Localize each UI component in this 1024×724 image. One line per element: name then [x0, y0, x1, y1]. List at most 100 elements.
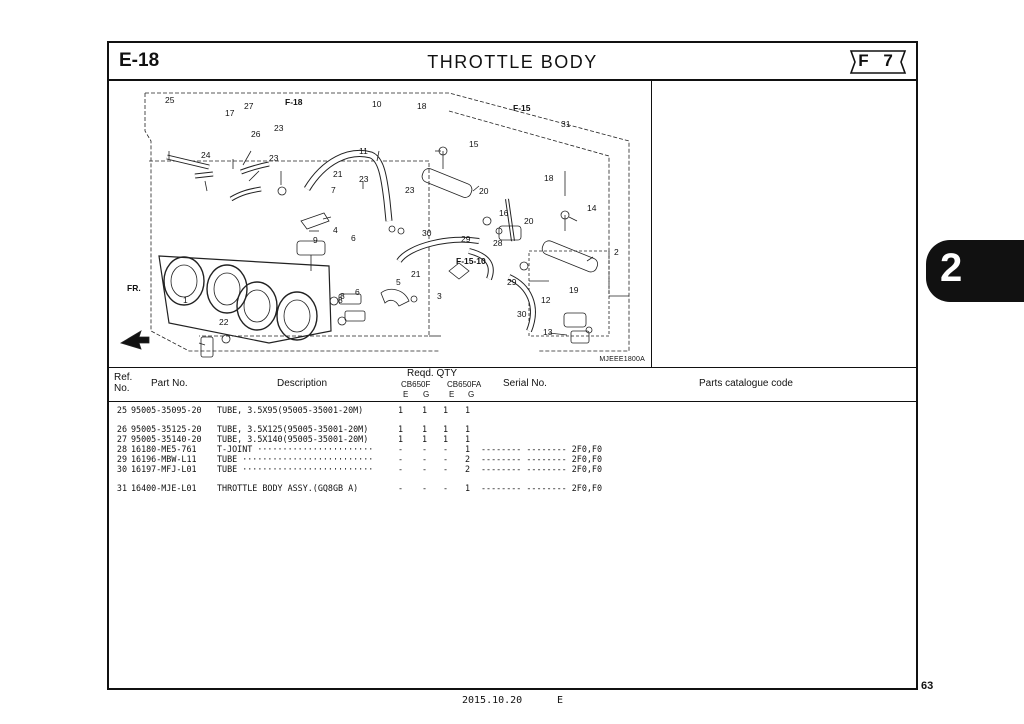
- callout-23: 23: [274, 123, 284, 133]
- cell-q3: -: [443, 454, 449, 464]
- cell-q2: 1: [422, 424, 428, 434]
- callout-31: 31: [561, 119, 571, 129]
- callout-2: 2: [614, 247, 619, 257]
- callout-15: 15: [469, 139, 479, 149]
- cell-part: 95005-35095-20: [131, 405, 202, 415]
- col-g1: G: [423, 390, 430, 399]
- callout-10: 10: [372, 99, 382, 109]
- callout-6: 6: [351, 233, 356, 243]
- cell-q2: -: [422, 483, 428, 493]
- callout-5: 5: [396, 277, 401, 287]
- cell-desc: THROTTLE BODY ASSY.(GQ8GB A): [217, 483, 359, 493]
- cell-desc: TUBE ··························: [217, 454, 374, 464]
- figure-badge-label: F 7: [858, 51, 898, 70]
- cell-serial: -------- -------- 2F0,F0: [481, 464, 603, 474]
- callout-3: 3: [437, 291, 442, 301]
- col-catalogue-code: Parts catalogue code: [699, 378, 793, 389]
- col-ref: Ref.No.: [114, 372, 132, 394]
- footer-edition: E: [557, 695, 564, 706]
- callout-27: 27: [244, 101, 254, 111]
- col-e2: E: [449, 390, 455, 399]
- cell-q1: 1: [398, 434, 404, 444]
- col-e1: E: [403, 390, 409, 399]
- callout-fr-: FR.: [127, 283, 141, 293]
- cell-q4: 2: [465, 464, 471, 474]
- cell-ref: 29: [116, 454, 127, 464]
- callout-f-15: F-15: [513, 103, 531, 113]
- col-g2: G: [468, 390, 475, 399]
- cell-q2: -: [422, 454, 428, 464]
- table-row: 31 16400-MJE-L01 THROTTLE BODY ASSY.(GQ8GB…: [109, 483, 916, 493]
- callout-30: 30: [517, 309, 527, 319]
- cell-q3: 1: [443, 434, 449, 444]
- cell-q4: 1: [465, 444, 471, 454]
- callout-12: 12: [541, 295, 551, 305]
- parts-table-header: Ref.No. Part No. Description Reqd. QTY C…: [109, 367, 916, 402]
- cell-q3: -: [443, 483, 449, 493]
- diagram-code: MJEEE1800A: [599, 356, 645, 363]
- cell-ref: 31: [116, 483, 127, 493]
- cell-ref: 28: [116, 444, 127, 454]
- callout-26: 26: [251, 129, 261, 139]
- callout-25: 25: [165, 95, 175, 105]
- footer-date: 2015.10.20: [462, 695, 523, 706]
- section-tab-label: 2: [940, 246, 963, 290]
- callout-20: 20: [524, 216, 534, 226]
- section-code: E-18: [119, 50, 160, 71]
- callout-9: 9: [313, 235, 318, 245]
- callout-21: 21: [333, 169, 343, 179]
- col-ref-line2: No.: [114, 383, 130, 394]
- cell-serial: -------- -------- 2F0,F0: [481, 483, 603, 493]
- callout-19: 19: [569, 285, 579, 295]
- col-description: Description: [277, 378, 328, 389]
- callout-16: 16: [499, 208, 509, 218]
- callout-20: 20: [479, 186, 489, 196]
- callout-f-15-10: F-15-10: [456, 256, 486, 266]
- figure-badge-frame: [849, 50, 907, 74]
- page-number: 63: [921, 680, 934, 692]
- cell-q1: 1: [398, 405, 404, 415]
- callout-23: 23: [359, 174, 369, 184]
- callout-11: 11: [359, 146, 368, 156]
- cell-q2: 1: [422, 434, 428, 444]
- callout-13: 13: [543, 327, 553, 337]
- figure-badge: F 7: [847, 49, 909, 75]
- cell-q1: -: [398, 454, 404, 464]
- cell-q2: -: [422, 464, 428, 474]
- cell-q1: -: [398, 444, 404, 454]
- callout-21: 21: [411, 269, 421, 279]
- col-part-no: Part No.: [151, 378, 188, 389]
- cell-q1: 1: [398, 424, 404, 434]
- callout-23: 23: [269, 153, 279, 163]
- cell-ref: 30: [116, 464, 127, 474]
- cell-q2: -: [422, 444, 428, 454]
- callout-8: 8: [338, 295, 343, 305]
- col-qty: Reqd. QTY: [407, 368, 458, 379]
- callout-24: 24: [201, 150, 211, 160]
- cell-serial: -------- -------- 2F0,F0: [481, 454, 603, 464]
- col-serial-no: Serial No.: [503, 378, 547, 389]
- cell-part: 95005-35125-20: [131, 424, 202, 434]
- cell-part: 16197-MFJ-L01: [131, 464, 197, 474]
- callout-23: 23: [405, 185, 415, 195]
- section-tab[interactable]: 2: [926, 240, 1024, 302]
- callout-6: 6: [355, 287, 360, 297]
- page-title: THROTTLE BODY: [427, 52, 598, 72]
- callout-22: 22: [219, 317, 229, 327]
- cell-part: 16400-MJE-L01: [131, 483, 197, 493]
- cell-desc: TUBE, 3.5X140(95005-35001-20M): [217, 434, 369, 444]
- cell-q2: 1: [422, 405, 428, 415]
- callout-4: 4: [333, 225, 338, 235]
- cell-q4: 1: [465, 483, 471, 493]
- cell-q4: 1: [465, 424, 471, 434]
- cell-q4: 1: [465, 405, 471, 415]
- cell-part: 16196-MBW-L11: [131, 454, 197, 464]
- cell-q3: 1: [443, 405, 449, 415]
